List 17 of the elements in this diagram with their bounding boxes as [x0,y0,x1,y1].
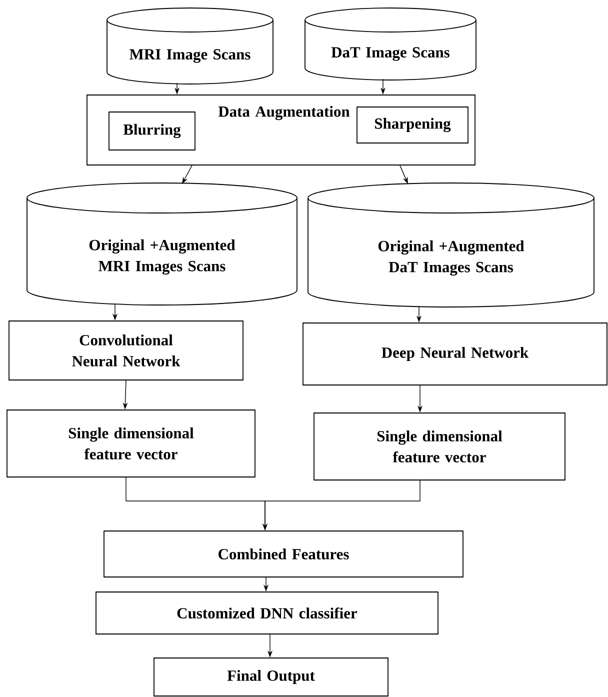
node-label: Original +Augmented DaT Images Scans [378,240,524,276]
process-box: Single dimensional feature vector [314,412,566,480]
node-label: MRI Image Scans [130,49,250,63]
process-box: Combined Features [104,530,464,578]
process-box: Sharpening [356,106,468,144]
database-cylinder: Original +Augmented DaT Images Scans [308,182,594,308]
process-box: Single dimensional feature vector [6,410,256,478]
process-box: Final Output [154,658,388,696]
database-cylinder: DaT Image Scans [304,8,476,80]
process-box: Deep Neural Network [302,322,608,386]
process-box: Convolutional Neural Network [8,320,244,380]
node-label: DaT Image Scans [331,47,450,61]
node-label: Original +Augmented MRI Images Scans [89,239,236,275]
process-box: Blurring [108,112,196,150]
database-cylinder: Original +Augmented MRI Images Scans [26,182,298,306]
database-cylinder: MRI Image Scans [106,8,274,84]
process-box: Customized DNN classifier [96,592,438,634]
